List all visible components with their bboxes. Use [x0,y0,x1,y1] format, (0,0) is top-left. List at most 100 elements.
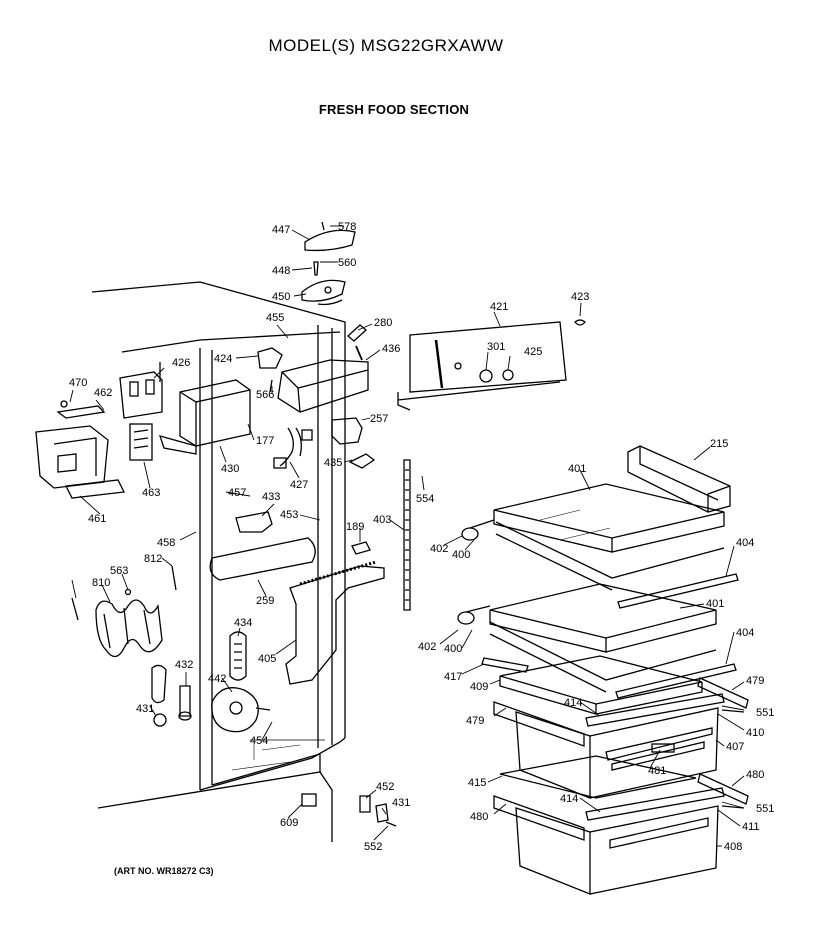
part-label: 442 [208,673,226,685]
part-label: 404 [736,537,754,549]
part-label: 463 [142,487,160,499]
light-cover-259 [209,537,316,581]
part-label: 402 [418,641,436,653]
part-label: 479 [746,675,764,687]
leader-lines [69,225,745,847]
part-label: 400 [444,643,462,655]
drawer-slide-479-left [493,701,585,747]
part-280 [347,324,367,342]
light-housing-430 [158,379,251,455]
part-label: 453 [280,509,298,521]
part-label: 421 [490,301,508,313]
part-label: 432 [175,659,193,671]
part-label: 454 [250,735,268,747]
part-label: 215 [710,438,728,450]
part-label: 410 [746,727,764,739]
part-label: 257 [370,413,388,425]
drawer-slide-480-left [493,795,585,841]
part-label: 462 [94,387,112,399]
part-label: 461 [88,513,106,525]
model-title: MODEL(S) MSG22GRXAWW [268,36,504,55]
part-label: 411 [742,821,760,833]
part-label: 455 [266,312,284,324]
part-label: 810 [92,577,110,589]
part-label: 415 [468,777,486,789]
drawer-slide-480-right [697,773,749,805]
heater-810 [71,565,177,658]
part-label: 551 [756,707,774,719]
glass-shelf-401-lower [457,583,717,693]
part-label: 448 [272,265,290,277]
part-label: 458 [157,537,175,549]
part-label: 402 [430,543,448,555]
part-label: 554 [416,493,434,505]
crisper-drawer-408 [515,805,719,895]
section-title: FRESH FOOD SECTION [318,102,470,117]
part-label: 259 [256,595,274,607]
part-label: 560 [338,257,356,269]
part-label: 301 [487,341,505,353]
part-434 [229,631,247,681]
part-label: 425 [524,346,542,358]
part-label: 563 [110,565,128,577]
crisper-cover-409 [499,655,703,715]
cover-415 [499,755,697,799]
part-label: 417 [444,671,462,683]
part-label: 408 [724,841,742,853]
part-label: 430 [221,463,239,475]
part-label: 431 [136,703,154,715]
rail-417 [481,657,529,673]
part-609 [301,793,317,807]
art-number: (ART NO. WR18272 C3) [114,866,214,876]
part-label: 404 [736,627,754,639]
part-435 [348,453,376,469]
part-label: 578 [338,221,356,233]
part-433 [235,511,273,533]
part-463 [129,423,153,461]
part-label: 452 [376,781,394,793]
part-label: 450 [272,291,290,303]
part-label: 409 [470,681,488,693]
part-257 [331,417,363,445]
part-label: 401 [706,598,724,610]
part-label: 447 [272,224,290,236]
part-451 [375,803,389,823]
door-bin-215 [627,445,731,513]
part-label: 434 [234,617,252,629]
part-label: 401 [568,463,586,475]
control-box-436 [277,345,369,413]
part-452 [359,795,371,813]
part-label: 470 [69,377,87,389]
bracket-assembly-461 [35,400,125,499]
part-label: 552 [364,841,382,853]
part-label: 609 [280,817,298,829]
fan-assembly-442 [151,664,271,733]
part-label: 414 [560,793,578,805]
part-label: 426 [172,357,190,369]
part-label: 423 [571,291,589,303]
shelf-track-403 [403,459,411,611]
part-label: 431 [392,797,410,809]
part-label: 480 [470,811,488,823]
part-label: 481 [648,765,666,777]
part-label: 403 [373,514,391,526]
part-424 [257,347,283,369]
part-label: 433 [262,491,280,503]
part-label: 812 [144,553,162,565]
glass-shelf-401-upper [461,483,725,591]
part-label: 177 [256,435,274,447]
part-label: 400 [452,549,470,561]
shelf-trim-404-lower [615,663,737,699]
shelf-trim-404-upper [617,573,739,609]
part-label: 566 [256,389,274,401]
wire-harness-427 [273,427,313,469]
light-shield-assembly [301,221,356,306]
part-label: 436 [382,343,400,355]
part-label: 480 [746,769,764,781]
part-label: 479 [466,715,484,727]
part-426 [119,371,163,419]
part-label: 551 [756,803,774,815]
part-label: 457 [228,487,246,499]
part-label: 414 [564,697,582,709]
